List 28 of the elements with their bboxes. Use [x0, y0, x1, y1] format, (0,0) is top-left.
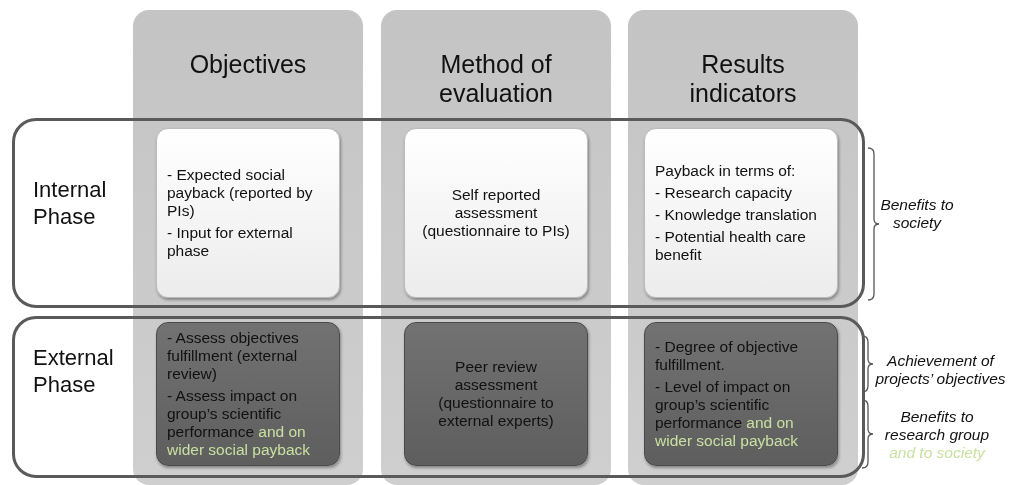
content-box — [156, 128, 340, 298]
brace-label: Benefits to society — [879, 196, 955, 232]
column-heading: Objectives — [188, 50, 308, 79]
content-box — [644, 322, 838, 466]
content-box — [644, 128, 838, 298]
column-heading: Results indicators — [688, 50, 798, 108]
brace-label: Achievement of projects’ objectives — [874, 352, 1007, 388]
content-box — [156, 322, 340, 466]
phase-label: Internal Phase — [33, 176, 108, 230]
content-box — [404, 128, 588, 298]
phase-label: External Phase — [33, 344, 115, 398]
box-text: - Knowledge translation — [655, 206, 818, 224]
box-text: - Assess objectives fulfillment (external review) — [167, 329, 300, 383]
box-text: - Level of impact on group’s scientific performance and on wider social payback — [655, 378, 799, 450]
brace-label: Benefits to research group and to society — [883, 408, 991, 462]
box-text: - Potential health care benefit — [655, 228, 807, 264]
box-text: Peer review assessment (questionnaire to external experts) — [437, 358, 555, 430]
box-text: - Research capacity — [655, 184, 793, 202]
phase-outline — [12, 118, 865, 308]
box-text: Payback in terms of: — [655, 162, 797, 180]
content-box — [404, 322, 588, 466]
box-text: - Input for external phase — [167, 224, 294, 260]
column-heading: Method of evaluation — [438, 50, 554, 108]
box-text: Self reported assessment (questionnaire to PIs) — [421, 186, 571, 240]
box-text: - Assess impact on group’s scientific performance and on wider social payback — [167, 387, 311, 459]
box-text: - Expected social payback (reported by PIs) — [167, 166, 314, 220]
box-text: - Degree of objective fulfillment. — [655, 338, 800, 374]
phase-outline — [12, 316, 865, 478]
